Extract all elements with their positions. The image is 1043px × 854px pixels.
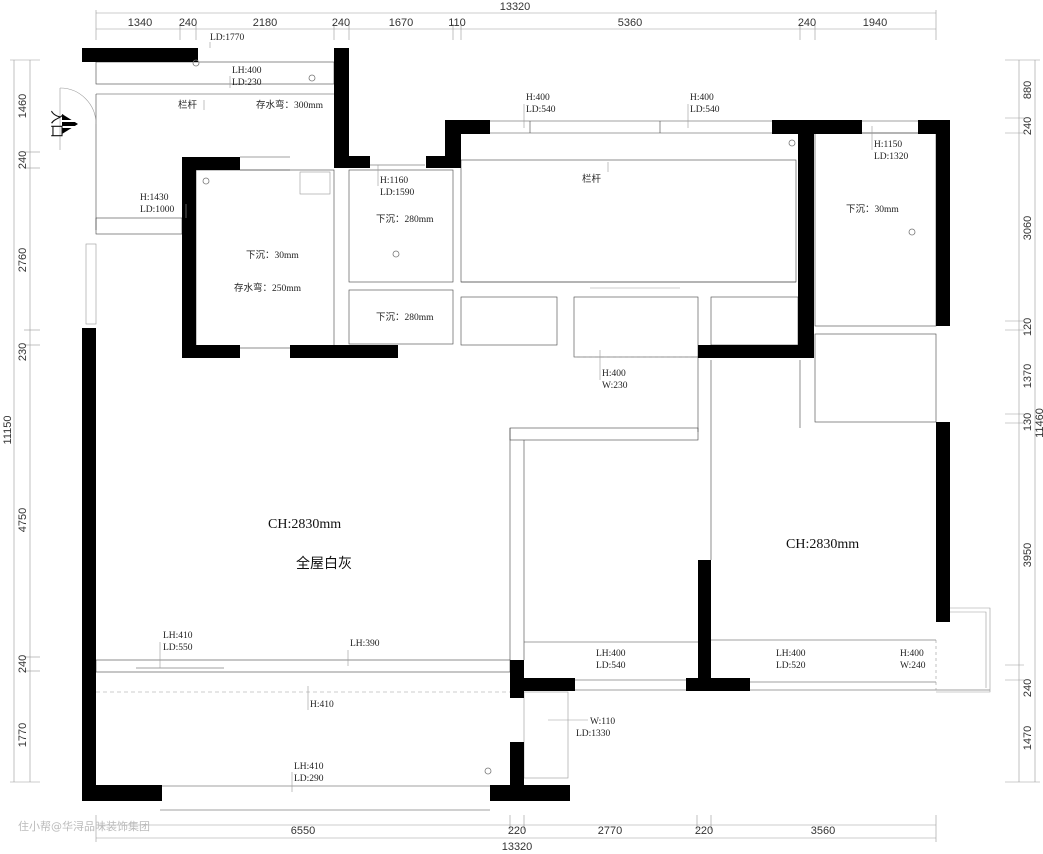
right-dim-5: 1370 — [1022, 364, 1034, 388]
label-water-trap-300: 存水弯：300mm — [256, 99, 324, 111]
label-h400-w: H:400 — [602, 369, 626, 379]
floor-drain-icons — [192, 59, 916, 775]
right-dim-6: 130 — [1022, 413, 1034, 431]
entrance-label: 入口 — [48, 110, 63, 138]
label-lh400: LH:400 — [232, 66, 262, 76]
right-dimensions: 880 240 3060 120 1370 130 3950 240 1470 … — [1005, 59, 1043, 783]
label-ld1330: LD:1330 — [576, 729, 611, 739]
label-h400-b: H:400 — [690, 93, 714, 103]
top-dim-1: 1340 — [128, 17, 152, 29]
label-sink-280-b: 下沉：280mm — [376, 312, 434, 323]
label-ld1590: LD:1590 — [380, 188, 415, 198]
left-dim-7: 1770 — [17, 723, 29, 747]
label-ld540-mid: LD:540 — [596, 661, 626, 671]
bottom-dim-4: 220 — [695, 825, 713, 837]
right-dim-1: 880 — [1022, 81, 1034, 99]
top-dim-4: 240 — [332, 17, 350, 29]
entrance-arrow-icon — [62, 114, 78, 134]
label-h410: H:410 — [310, 700, 334, 710]
label-ld1770: LD:1770 — [210, 33, 245, 43]
bottom-total-dim: 13320 — [502, 841, 533, 853]
top-dim-6: 110 — [448, 17, 466, 29]
right-dim-9: 1470 — [1022, 726, 1034, 750]
watermark: 住小帮@华浔品味装饰集团 — [18, 820, 150, 833]
label-sink-280-a: 下沉：280mm — [376, 214, 434, 225]
label-ld550: LD:550 — [163, 643, 193, 653]
bottom-dim-5: 3560 — [811, 825, 835, 837]
left-dim-1: 1460 — [17, 94, 29, 118]
left-dim-3: 2760 — [17, 248, 29, 272]
label-sink-30-b: 下沉：30mm — [846, 204, 899, 215]
bottom-dim-3: 2770 — [598, 825, 622, 837]
left-dimensions: 1460 240 2760 230 4750 240 1770 11150 — [2, 59, 40, 783]
top-dim-9: 1940 — [863, 17, 887, 29]
label-h400-a: H:400 — [526, 93, 550, 103]
label-h1160: H:1160 — [380, 176, 408, 186]
label-h1430: H:1430 — [140, 193, 169, 203]
label-lh400-right: LH:400 — [776, 649, 806, 659]
label-lh410: LH:410 — [163, 631, 193, 641]
label-ld1000: LD:1000 — [140, 205, 175, 215]
leader-lines — [159, 42, 873, 792]
label-sink-30-a: 下沉：30mm — [246, 250, 299, 261]
plan-linework — [59, 61, 991, 811]
label-water-trap-250: 存水弯：250mm — [234, 282, 302, 294]
left-dim-2: 240 — [17, 151, 29, 169]
right-dim-3: 3060 — [1022, 216, 1034, 240]
label-h1150: H:1150 — [874, 140, 902, 150]
label-ld290: LD:290 — [294, 774, 324, 784]
left-total-dim: 11150 — [2, 416, 14, 445]
right-dim-8: 240 — [1022, 679, 1034, 697]
top-dimensions: 13320 1340 240 2180 240 1670 110 5360 24… — [95, 1, 937, 40]
right-dim-2: 240 — [1022, 117, 1034, 135]
label-w230: W:230 — [602, 381, 628, 391]
label-ld540-a: LD:540 — [526, 105, 556, 115]
label-ld540-b: LD:540 — [690, 105, 720, 115]
top-dim-2: 240 — [179, 17, 197, 29]
right-dim-4: 120 — [1022, 318, 1034, 336]
label-lh400-mid: LH:400 — [596, 649, 626, 659]
annotations: LD:1770 LH:400 LD:230 栏杆 存水弯：300mm H:400… — [140, 33, 926, 784]
label-lh390: LH:390 — [350, 639, 380, 649]
label-ld230: LD:230 — [232, 78, 262, 88]
left-dim-5: 4750 — [17, 508, 29, 532]
right-total-dim: 11460 — [1034, 408, 1043, 438]
bottom-dimensions: 6550 220 2770 220 3560 13320 — [95, 815, 937, 853]
label-h400-bay: H:400 — [900, 649, 924, 659]
label-ld520: LD:520 — [776, 661, 806, 671]
top-dim-7: 5360 — [618, 17, 642, 29]
label-w240: W:240 — [900, 661, 926, 671]
top-dim-3: 2180 — [253, 17, 277, 29]
top-dim-8: 240 — [798, 17, 816, 29]
label-w110: W:110 — [590, 717, 615, 727]
label-whole-house: 全屋白灰 — [296, 555, 352, 572]
top-dim-5: 1670 — [389, 17, 413, 29]
right-dim-7: 3950 — [1022, 543, 1034, 567]
label-ceiling-left: CH:2830mm — [268, 517, 341, 532]
label-ld1320: LD:1320 — [874, 152, 909, 162]
left-dim-6: 240 — [17, 655, 29, 673]
label-railing-1: 栏杆 — [178, 99, 198, 111]
top-total-dim: 13320 — [500, 1, 531, 13]
label-railing-2: 栏杆 — [582, 173, 602, 185]
label-ceiling-right: CH:2830mm — [786, 537, 859, 552]
left-dim-4: 230 — [17, 343, 29, 361]
bottom-dim-2: 220 — [508, 825, 526, 837]
walls — [82, 48, 950, 801]
bottom-dim-1: 6550 — [291, 825, 315, 837]
label-lh410-bottom: LH:410 — [294, 762, 324, 772]
